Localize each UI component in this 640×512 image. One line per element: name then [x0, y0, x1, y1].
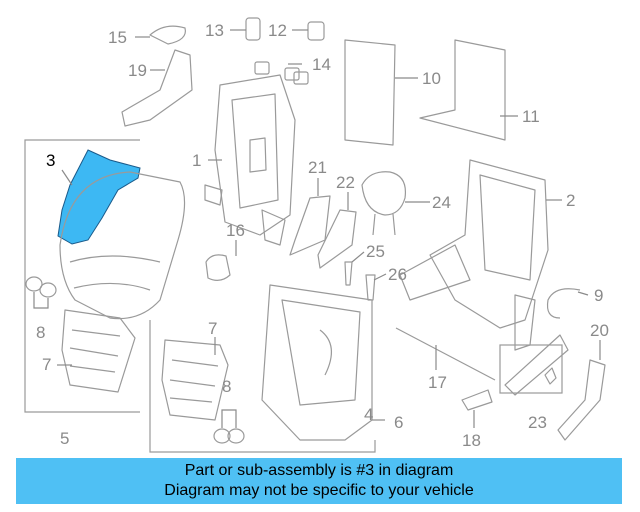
callout-20: 20 — [590, 321, 609, 340]
banner-line-2: Diagram may not be specific to your vehi… — [164, 482, 474, 499]
part-20 — [557, 359, 606, 441]
assembly-6-bracket — [149, 320, 376, 453]
callout-21: 21 — [308, 158, 327, 177]
part-18 — [461, 389, 493, 411]
callout-23: 23 — [528, 413, 547, 432]
callout-7-right: 7 — [208, 319, 217, 338]
callout-17: 17 — [428, 373, 447, 392]
button-8-right-a — [213, 428, 231, 444]
callout-9: 9 — [594, 286, 603, 305]
callout-4: 4 — [364, 405, 373, 424]
info-banner: Part or sub-assembly is #3 in diagram Di… — [16, 458, 622, 504]
part-26 — [365, 274, 376, 301]
seat-frame-2 — [429, 159, 549, 329]
callout-11: 11 — [522, 107, 540, 126]
callout-25: 25 — [366, 242, 385, 261]
part-19 — [121, 49, 193, 127]
callout-15: 15 — [108, 28, 127, 47]
part-21 — [289, 195, 331, 256]
callout-10: 10 — [422, 69, 441, 88]
callout-5: 5 — [60, 429, 69, 448]
seat-back-4 — [261, 284, 373, 441]
callout-16: 16 — [226, 221, 245, 240]
panel-11 — [419, 39, 506, 141]
callout-13: 13 — [205, 21, 224, 40]
banner-line-1: Part or sub-assembly is #3 in diagram — [184, 462, 454, 479]
headrest-24 — [361, 171, 407, 216]
part-12 — [307, 21, 325, 41]
part-22 — [317, 209, 357, 269]
part-23 — [504, 334, 569, 396]
part-14a — [254, 61, 270, 75]
seat-back-left — [59, 171, 186, 320]
callout-3: 3 — [46, 151, 55, 170]
callout-8-left: 8 — [36, 323, 45, 342]
panel-10 — [344, 39, 396, 146]
button-8-left-b — [39, 282, 57, 298]
part-9 — [546, 288, 581, 319]
callout-22: 22 — [336, 173, 355, 192]
seat-pad-7-left — [61, 309, 136, 393]
part-13 — [245, 17, 261, 41]
callout-7-left: 7 — [42, 355, 51, 374]
callout-8-right: 8 — [222, 377, 231, 396]
part-17 — [395, 327, 496, 381]
callout-19: 19 — [128, 61, 147, 80]
callout-24: 24 — [432, 193, 451, 212]
button-8-left-a — [25, 276, 43, 292]
part-14b — [284, 67, 300, 81]
callout-12: 12 — [268, 21, 287, 40]
part-15 — [149, 25, 186, 45]
callout-1: 1 — [192, 151, 201, 170]
callout-6: 6 — [394, 413, 403, 432]
part-16 — [205, 254, 231, 281]
callout-18: 18 — [462, 431, 481, 450]
part-14c — [293, 71, 309, 85]
part-25 — [344, 261, 353, 286]
assembly-23-bracket — [499, 344, 563, 394]
callout-14: 14 — [312, 55, 331, 74]
seat-pad-7-right — [161, 339, 229, 421]
callout-2: 2 — [566, 191, 575, 210]
part-3-highlight[interactable] — [57, 149, 141, 245]
parts-diagram: 15 13 12 14 19 10 11 3 1 21 22 2 24 16 2… — [24, 17, 609, 453]
assembly-5-bracket — [24, 139, 140, 413]
callout-26: 26 — [388, 265, 407, 284]
button-8-right-b — [227, 428, 245, 444]
seat-frame-1 — [214, 74, 296, 236]
